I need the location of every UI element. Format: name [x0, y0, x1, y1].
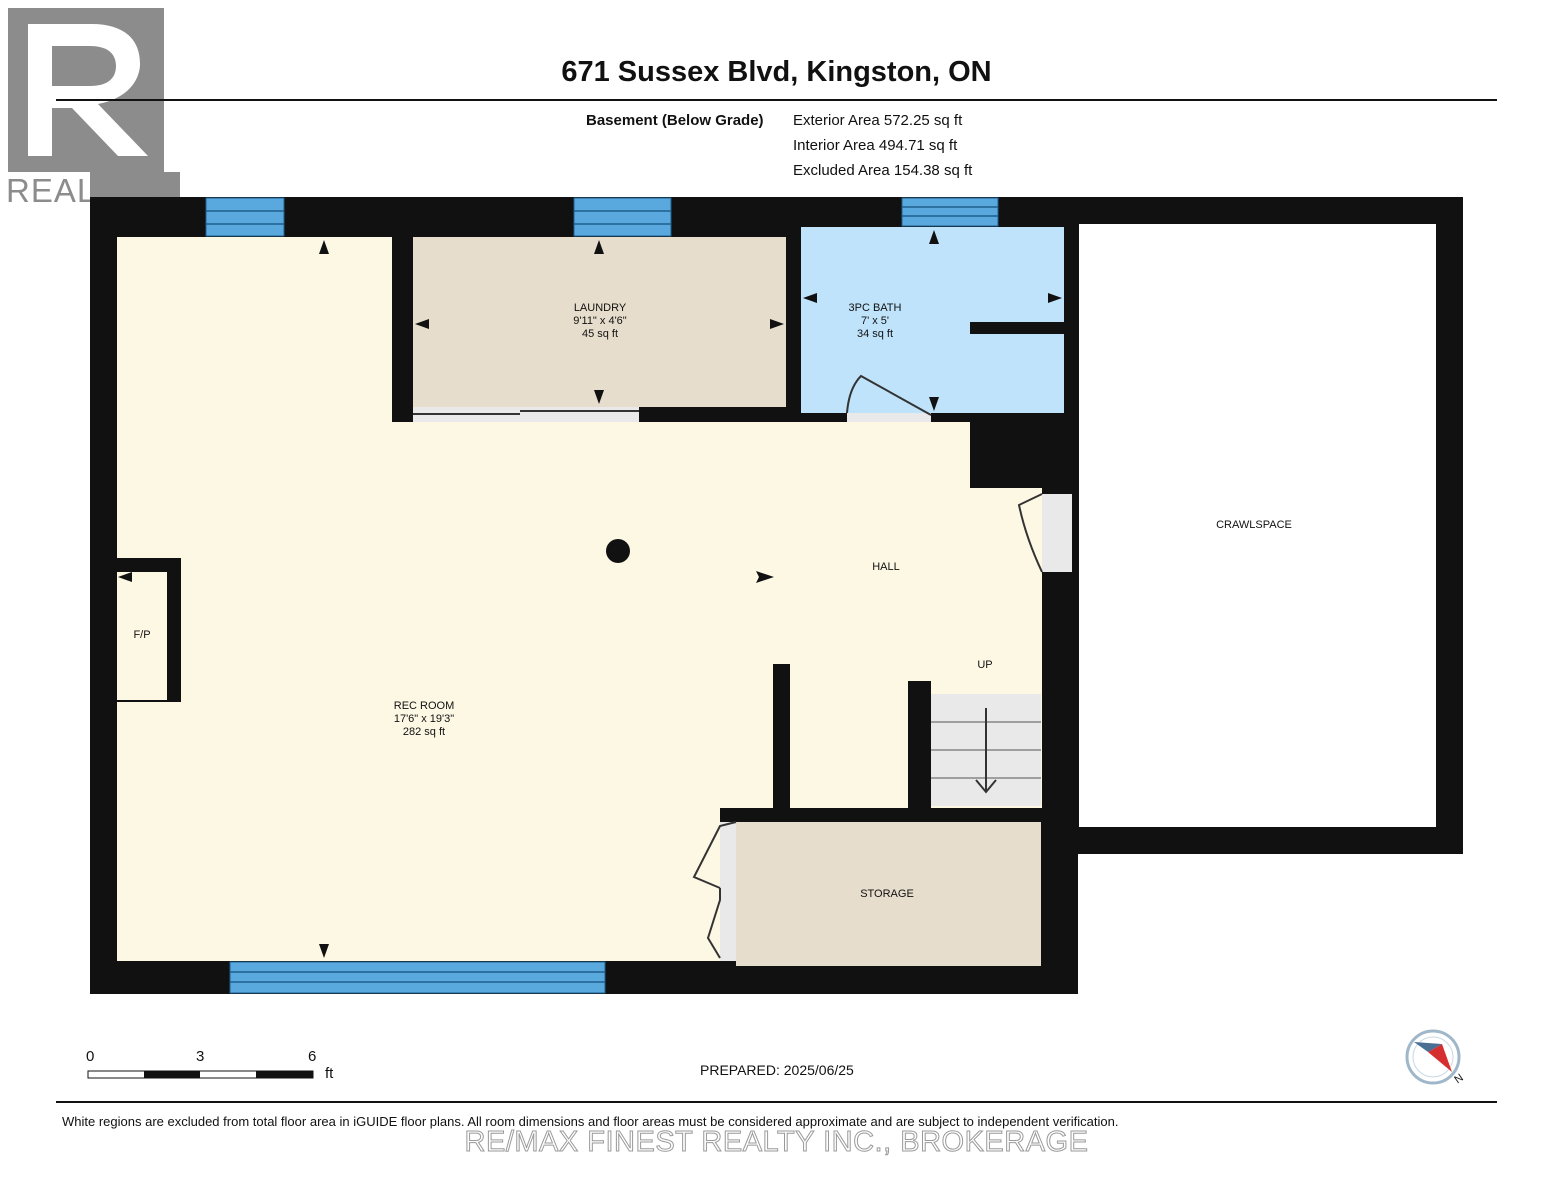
page-title: 671 Sussex Blvd, Kingston, ON	[561, 56, 992, 88]
storage-door-leaves	[692, 821, 737, 959]
window	[205, 197, 285, 237]
compass-icon	[1405, 1029, 1461, 1085]
support-column	[606, 539, 630, 563]
interior-area: Interior Area 494.71 sq ft	[793, 137, 958, 154]
exterior-area: Exterior Area 572.25 sq ft	[793, 112, 963, 129]
scale-tick-0: 0	[86, 1048, 95, 1065]
crawlspace-area	[1079, 224, 1436, 827]
hall-partition	[773, 664, 790, 808]
stair-wall	[908, 681, 931, 808]
stair-arrow-icon	[975, 708, 997, 794]
header-divider	[56, 99, 1497, 101]
rec-room-area	[117, 237, 1042, 961]
bath-area	[801, 227, 1064, 413]
scale-bar	[87, 1070, 314, 1079]
bath-doorway	[847, 413, 931, 422]
scale-unit: ft	[325, 1065, 334, 1082]
crawlspace-label: CRAWLSPACE	[1216, 519, 1292, 531]
storage-area	[736, 822, 1041, 966]
storage-label: STORAGE	[860, 888, 914, 900]
level-label: Basement (Below Grade)	[586, 112, 764, 129]
crawl-door-swing	[1017, 493, 1043, 573]
window	[573, 197, 672, 237]
window	[901, 197, 999, 227]
prepared-date: PREPARED: 2025/06/25	[700, 1062, 854, 1078]
windows	[205, 197, 999, 994]
stair-up-label: UP	[977, 659, 993, 671]
fireplace-label: F/P	[133, 629, 151, 641]
laundry-area	[413, 237, 786, 407]
crawl-doorway	[1042, 494, 1072, 572]
bath-partition	[970, 322, 1064, 334]
footer-divider	[56, 1101, 1497, 1103]
brokerage-watermark: RE/MAX FINEST REALTY INC., BROKERAGE	[464, 1126, 1089, 1159]
scale-tick-6: 6	[308, 1048, 317, 1065]
scale-tick-3: 3	[196, 1048, 205, 1065]
dimension-arrows	[118, 230, 1062, 958]
disclaimer-text: White regions are excluded from total fl…	[62, 1114, 1119, 1129]
hall-label: HALL	[872, 561, 900, 573]
bath-door-swing	[846, 374, 932, 416]
excluded-area: Excluded Area 154.38 sq ft	[793, 162, 973, 179]
storage-doorway	[720, 822, 736, 961]
window	[229, 961, 606, 994]
fireplace-inner	[117, 572, 167, 700]
